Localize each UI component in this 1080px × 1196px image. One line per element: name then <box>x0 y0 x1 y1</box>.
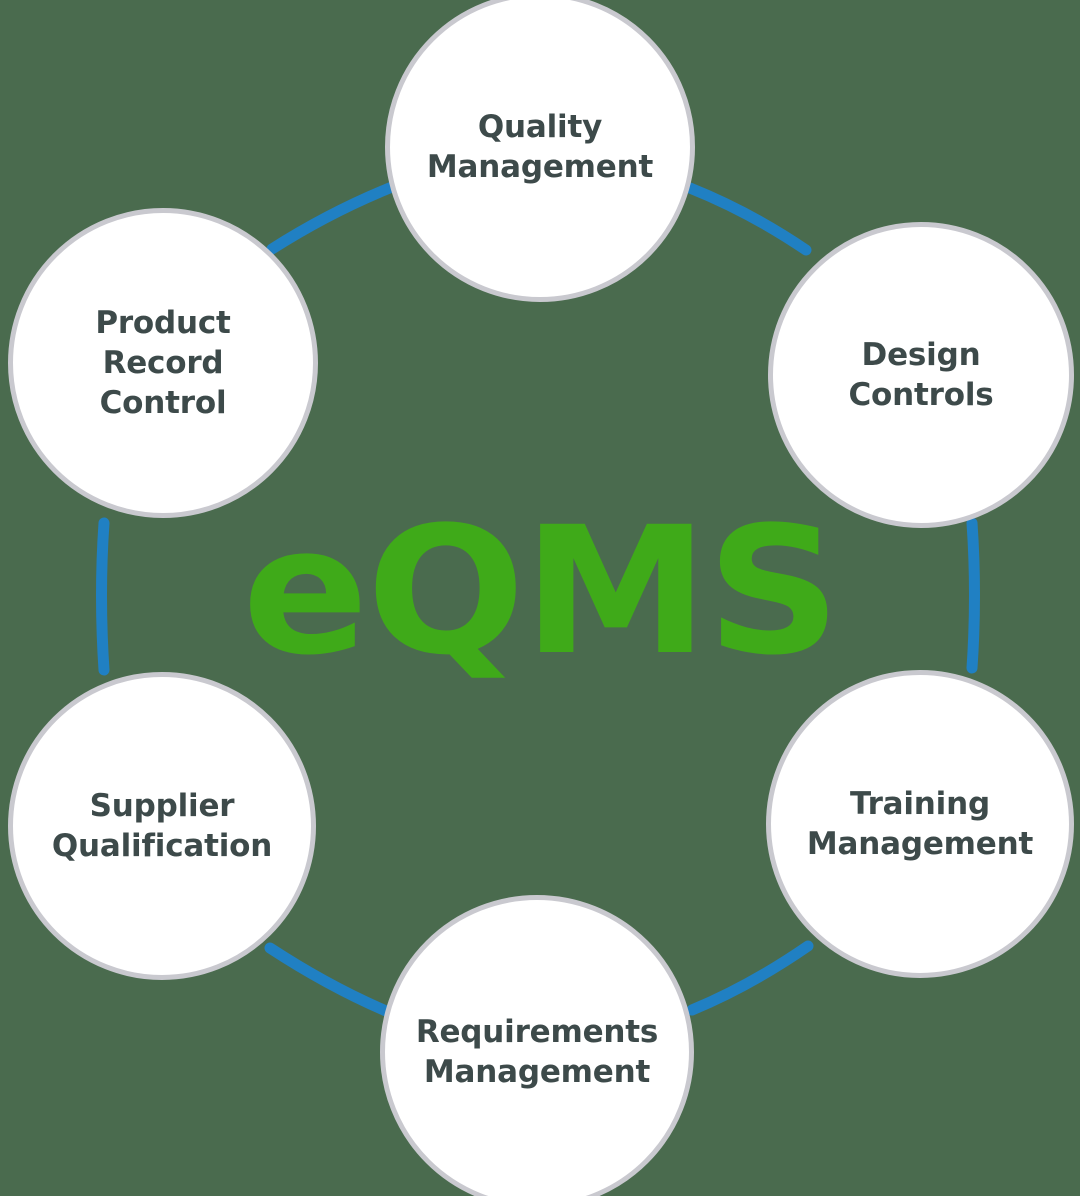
node-label-requirements-management: Requirements Management <box>415 1013 659 1090</box>
node-design-controls[interactable]: Design Controls <box>768 222 1074 528</box>
connector-requirements-management-to-supplier-qualification <box>264 942 392 1017</box>
connector-supplier-qualification-to-product-record-control <box>96 517 110 676</box>
node-requirements-management[interactable]: Requirements Management <box>380 895 694 1196</box>
node-label-training-management: Training Management <box>806 785 1034 862</box>
node-label-design-controls: Design Controls <box>848 336 994 413</box>
node-supplier-qualification[interactable]: Supplier Qualification <box>8 672 316 980</box>
node-quality-management[interactable]: Quality Management <box>385 0 695 302</box>
connector-design-controls-to-training-management <box>966 517 980 674</box>
node-label-quality-management: Quality Management <box>426 108 654 185</box>
connector-training-management-to-requirements-management <box>686 940 814 1016</box>
connector-product-record-control-to-quality-management <box>266 181 398 255</box>
connector-quality-management-to-design-controls <box>684 182 812 256</box>
node-label-supplier-qualification: Supplier Qualification <box>51 787 273 864</box>
node-product-record-control[interactable]: Product Record Control <box>8 208 318 518</box>
node-label-product-record-control: Product Record Control <box>95 304 231 422</box>
node-training-management[interactable]: Training Management <box>766 670 1074 978</box>
